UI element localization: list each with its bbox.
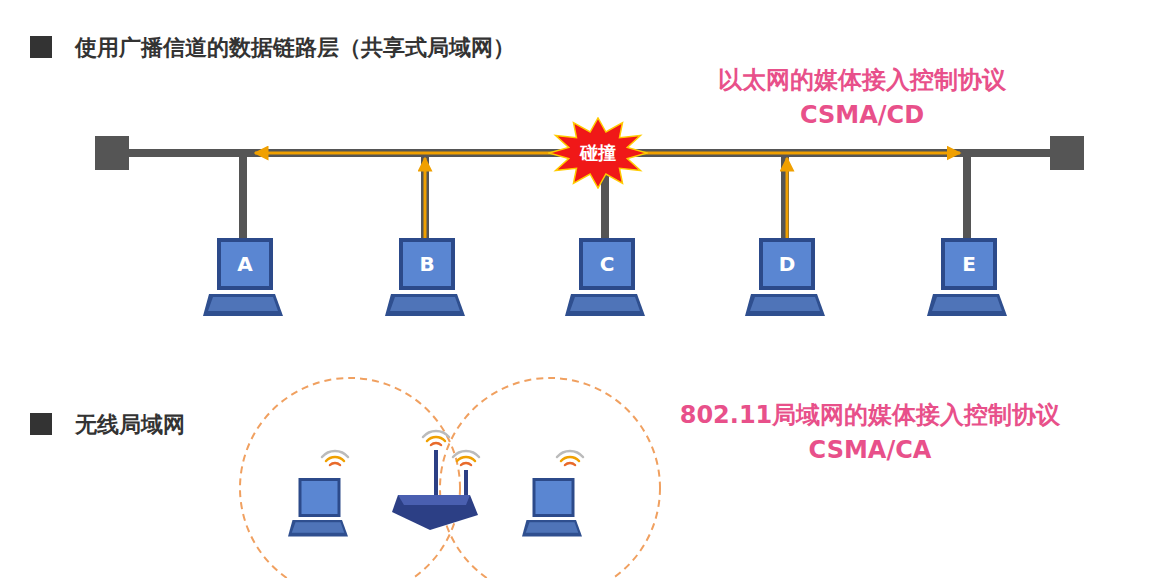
bus-cable [95, 136, 1084, 240]
host-letter: B [399, 252, 455, 276]
wireless-illustration [240, 378, 660, 578]
host-letter: D [759, 252, 815, 276]
host-letter: C [579, 252, 635, 276]
laptop-host: E [927, 238, 1007, 318]
bullet-square [30, 413, 52, 435]
host-letter: E [941, 252, 997, 276]
protocol-label: 802.11局域网的媒体接入控制协议 [680, 399, 1061, 431]
protocol-label: 以太网的媒体接入控制协议 [718, 64, 1006, 96]
laptop-host: C [565, 238, 645, 318]
laptop-icon [745, 238, 825, 318]
section-heading: 使用广播信道的数据链路层（共享式局域网） [75, 33, 515, 63]
collision-burst: 碰撞 [548, 117, 648, 189]
protocol-label: CSMA/CD [800, 101, 924, 129]
laptop-host: B [385, 238, 465, 318]
laptop-host: D [745, 238, 825, 318]
laptop-host: A [203, 238, 283, 318]
collision-label: 碰撞 [548, 141, 648, 165]
host-letter: A [217, 252, 273, 276]
laptop-icon [927, 238, 1007, 318]
bullet-square [30, 36, 52, 58]
laptop-icon [203, 238, 283, 318]
laptop-icon [565, 238, 645, 318]
section-heading: 无线局域网 [75, 410, 185, 440]
protocol-label: CSMA/CA [809, 436, 932, 464]
laptop-icon [385, 238, 465, 318]
